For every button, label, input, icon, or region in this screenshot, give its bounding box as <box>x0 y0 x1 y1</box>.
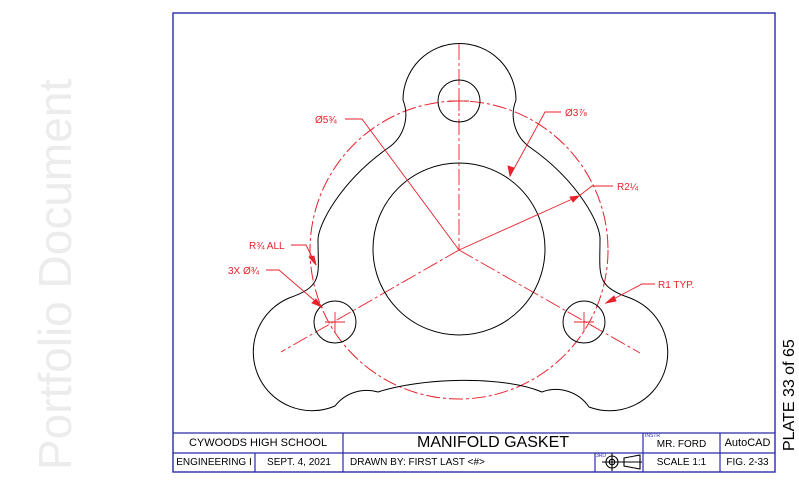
bolt-hole-top <box>437 79 481 123</box>
dim-bolt-holes: 3X Ø¾ <box>228 266 260 277</box>
bolt-hole-left <box>313 300 357 344</box>
instructor-tag: INSTR <box>645 433 660 439</box>
watermark: Portfolio Document <box>29 79 81 470</box>
projection-tag: 3RD <box>596 453 607 459</box>
dim-bolt-circle-diameter: Ø5¾ <box>315 115 337 126</box>
figure-number: FIG. 2-33 <box>726 457 769 468</box>
scale: SCALE 1:1 <box>656 457 707 468</box>
instructor-name: MR. FORD <box>656 439 707 450</box>
watermark-text: Portfolio Document <box>29 79 81 470</box>
drawn-by: DRAWN BY: FIRST LAST <#> <box>350 457 485 468</box>
center-hole <box>372 162 546 336</box>
dim-center-hole-diameter: Ø3⅞ <box>565 108 587 119</box>
sheet-border <box>172 12 776 473</box>
dimension-leaders <box>266 111 655 309</box>
drawing-title: MANIFOLD GASKET <box>416 434 570 451</box>
bolt-hole-right <box>562 300 606 344</box>
dim-fillet-radius: R¾ ALL <box>249 241 285 252</box>
plate-label: PLATE 33 of 65 <box>781 339 798 451</box>
plate-number: PLATE 33 of 65 <box>781 339 798 451</box>
course-name: ENGINEERING I <box>176 457 252 468</box>
projection-symbol-icon <box>602 453 642 471</box>
center-lines <box>280 44 641 354</box>
dim-center-radius: R2¼ <box>617 181 639 193</box>
gasket-outline <box>252 43 669 412</box>
software-name: AutoCAD <box>724 437 771 449</box>
school-name: CYWOODS HIGH SCHOOL <box>188 437 328 449</box>
title-block <box>173 432 775 472</box>
date: SEPT. 4, 2021 <box>267 457 331 468</box>
center-marks <box>325 91 594 332</box>
dim-lobe-radius: R1 TYP. <box>658 280 694 291</box>
